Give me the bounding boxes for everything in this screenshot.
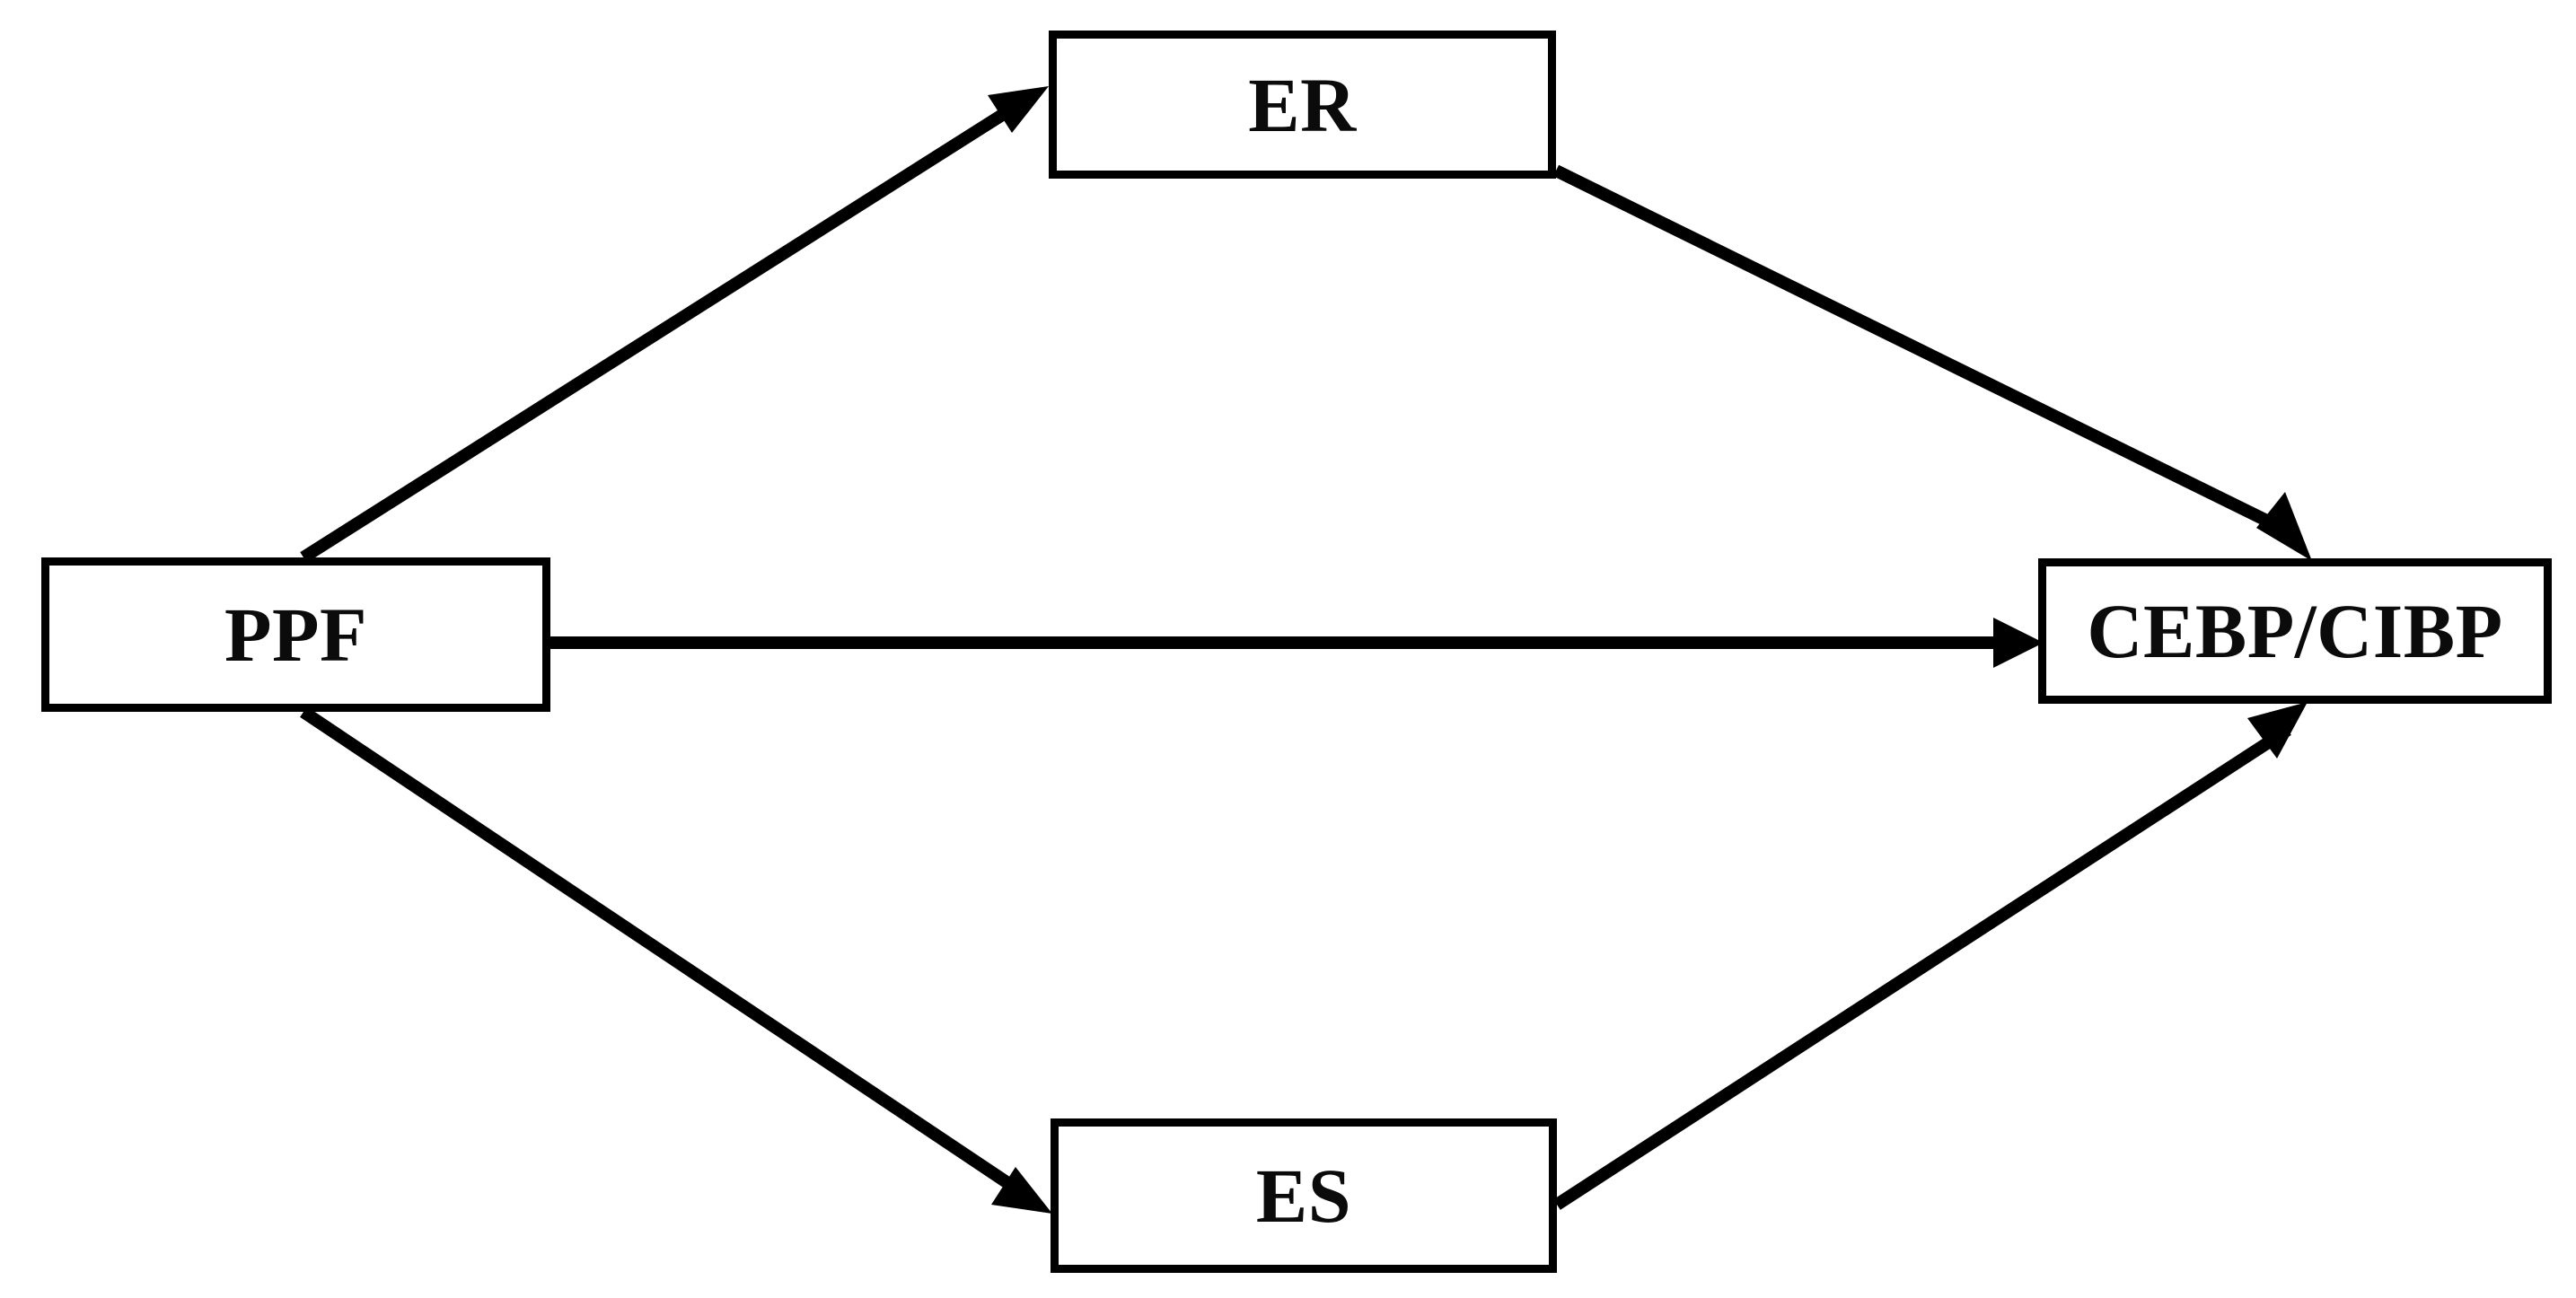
node-er-label: ER bbox=[1248, 61, 1357, 148]
node-ppf-label: PPF bbox=[224, 592, 368, 678]
node-es[interactable]: ES bbox=[1051, 1118, 1557, 1273]
edge-es-to-cebp bbox=[1553, 702, 2308, 1210]
node-cebp[interactable]: CEBP/CIBP bbox=[2038, 558, 2552, 704]
edge-ppf-to-cebp bbox=[550, 618, 2044, 668]
node-er[interactable]: ER bbox=[1049, 31, 1556, 179]
edge-ppf-to-es bbox=[300, 706, 1052, 1214]
node-es-label: ES bbox=[1255, 1153, 1352, 1239]
node-cebp-label: CEBP/CIBP bbox=[2087, 588, 2503, 674]
edge-ppf-to-er bbox=[300, 86, 1049, 563]
edge-er-to-cebp bbox=[1552, 164, 2312, 561]
node-ppf[interactable]: PPF bbox=[41, 557, 550, 712]
